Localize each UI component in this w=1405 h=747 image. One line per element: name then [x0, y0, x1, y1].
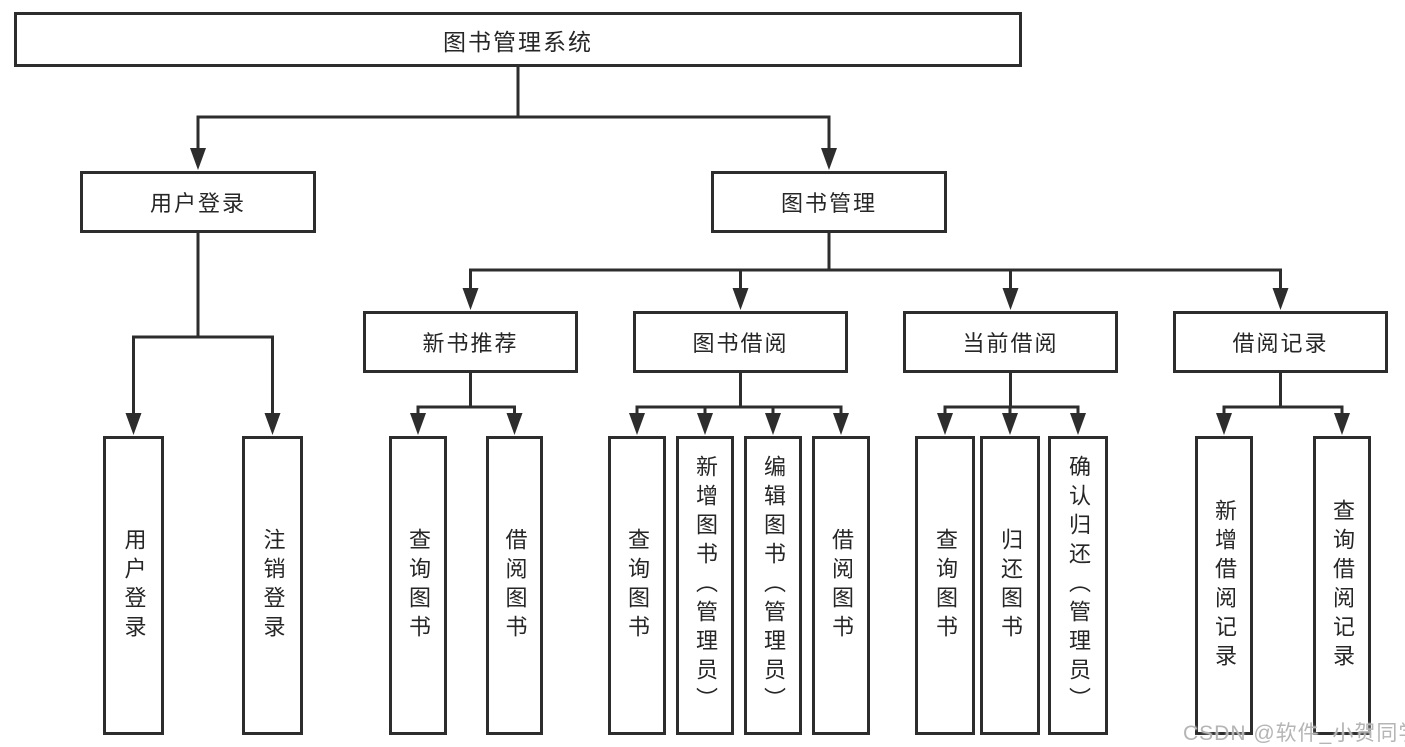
- arrow-book-borrow: [732, 288, 749, 310]
- connector-new-book-recommend: [416, 373, 516, 416]
- arrow-bb-edit: [765, 413, 781, 435]
- node-cb-return-books-label: 归还图书: [998, 527, 1023, 644]
- node-bb-query-books: 查询图书: [608, 436, 666, 735]
- node-book-management: 图书管理: [711, 171, 947, 233]
- arrow-current-borrow: [1002, 288, 1019, 310]
- node-nbr-query-books-label: 查询图书: [406, 527, 431, 644]
- arrow-new-book-recommend: [462, 288, 479, 310]
- node-current-borrow-label: 当前借阅: [962, 331, 1059, 356]
- arrow-cb-confirm: [1070, 413, 1086, 435]
- connector-book-borrow: [635, 373, 843, 416]
- arrow-bb-add: [697, 413, 713, 435]
- node-br-query-record: 查询借阅记录: [1313, 436, 1371, 735]
- node-book-management-label: 图书管理: [780, 191, 877, 216]
- node-root-label: 图书管理系统: [443, 28, 593, 55]
- node-cb-query-books: 查询图书: [915, 436, 975, 735]
- node-logout-label: 注销登录: [260, 527, 286, 644]
- node-login: 用户登录: [103, 436, 164, 735]
- node-bb-edit-books-label: 编辑图书（管理员）: [761, 455, 786, 716]
- connector-current-borrow: [943, 373, 1080, 416]
- arrow-login: [125, 413, 142, 435]
- connector-borrow-records: [1222, 373, 1344, 416]
- node-new-book-recommend: 新书推荐: [363, 311, 578, 373]
- node-borrow-records-label: 借阅记录: [1232, 331, 1329, 356]
- arrow-logout: [264, 413, 281, 435]
- node-logout: 注销登录: [242, 436, 303, 735]
- arrow-bb-borrow: [833, 413, 849, 435]
- node-login-label: 用户登录: [121, 527, 147, 644]
- node-nbr-borrow-books: 借阅图书: [486, 436, 543, 735]
- connector-user-login: [132, 233, 274, 416]
- node-bb-add-books-label: 新增图书（管理员）: [693, 455, 718, 716]
- node-user-login: 用户登录: [80, 171, 316, 233]
- node-bb-query-books-label: 查询图书: [625, 527, 650, 644]
- node-bb-borrow-books-label: 借阅图书: [829, 527, 854, 644]
- connector-book-management: [469, 233, 1282, 292]
- arrow-book-management: [821, 148, 837, 170]
- arrow-user-login: [190, 148, 206, 170]
- node-br-query-record-label: 查询借阅记录: [1330, 498, 1355, 673]
- node-br-add-record-label: 新增借阅记录: [1212, 498, 1237, 673]
- node-nbr-query-books: 查询图书: [389, 436, 447, 735]
- arrow-bb-query: [629, 413, 645, 435]
- node-book-borrow-label: 图书借阅: [692, 331, 789, 356]
- arrow-nbr-query: [410, 413, 426, 435]
- node-bb-edit-books: 编辑图书（管理员）: [744, 436, 802, 735]
- arrow-cb-return: [1002, 413, 1018, 435]
- csdn-watermark: CSDN @软件_小贺同学: [1183, 722, 1405, 745]
- node-cb-confirm-return: 确认归还（管理员）: [1048, 436, 1108, 735]
- node-root: 图书管理系统: [14, 12, 1022, 67]
- node-current-borrow: 当前借阅: [903, 311, 1118, 373]
- arrow-nbr-borrow: [506, 413, 523, 435]
- node-user-login-label: 用户登录: [149, 191, 246, 216]
- arrow-cb-query: [937, 413, 953, 435]
- node-cb-query-books-label: 查询图书: [933, 527, 958, 644]
- node-new-book-recommend-label: 新书推荐: [422, 331, 519, 356]
- node-nbr-borrow-books-label: 借阅图书: [502, 527, 528, 644]
- connector-root: [196, 67, 831, 150]
- arrowheads: [125, 148, 1350, 435]
- node-borrow-records: 借阅记录: [1173, 311, 1388, 373]
- node-cb-return-books: 归还图书: [980, 436, 1040, 735]
- arrow-borrow-records: [1272, 288, 1289, 310]
- node-bb-borrow-books: 借阅图书: [812, 436, 870, 735]
- arrow-br-add: [1216, 413, 1232, 435]
- node-cb-confirm-return-label: 确认归还（管理员）: [1066, 455, 1091, 716]
- node-bb-add-books: 新增图书（管理员）: [676, 436, 734, 735]
- arrow-br-query: [1334, 413, 1350, 435]
- node-br-add-record: 新增借阅记录: [1195, 436, 1253, 735]
- node-book-borrow: 图书借阅: [633, 311, 848, 373]
